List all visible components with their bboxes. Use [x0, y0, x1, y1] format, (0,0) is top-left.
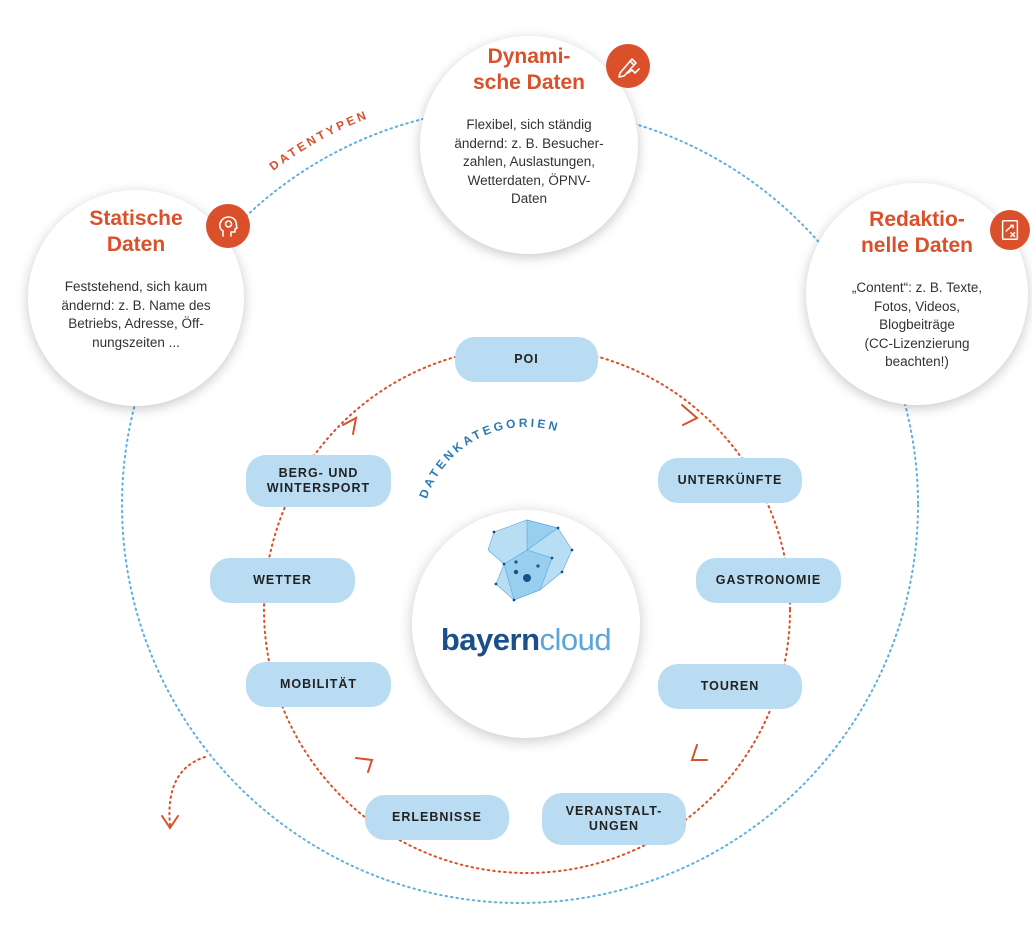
arrow-bottom-left — [355, 757, 374, 773]
category-veranstaltungen: VERANSTALT- UNGEN — [542, 793, 686, 845]
category-erlebnisse-label: ERLEBNISSE — [392, 810, 482, 824]
category-wetter: WETTER — [210, 558, 355, 603]
category-unterkuenfte: UNTERKÜNFTE — [658, 458, 802, 503]
type-editorial-title: Redaktio- nelle Daten — [860, 208, 974, 257]
category-poi-label: POI — [514, 352, 539, 366]
type-dynamic: Dynami- sche Daten Flexibel, sich ständi… — [420, 36, 638, 254]
type-editorial-desc: „Content“: z. B. Texte, Fotos, Videos, B… — [851, 280, 983, 369]
head-gear-icon — [206, 204, 250, 248]
inner-ring-arrows — [342, 404, 708, 773]
document-strategy-icon — [990, 210, 1030, 250]
category-erlebnisse: ERLEBNISSE — [365, 795, 509, 840]
arrow-top-right — [681, 404, 699, 426]
category-gastronomie: GASTRONOMIE — [696, 558, 841, 603]
type-dynamic-desc: Flexibel, sich ständig ändernd: z. B. Be… — [454, 117, 604, 206]
datentypen-label: DATENTYPEN — [267, 107, 371, 173]
category-gastronomie-label: GASTRONOMIE — [715, 573, 822, 587]
category-berg-wintersport: BERG- UND WINTERSPORT — [246, 455, 391, 507]
category-mobilitaet: MOBILITÄT — [246, 662, 391, 707]
pencil-chart-icon — [606, 44, 650, 88]
logo-part-cloud: cloud — [539, 622, 612, 657]
category-unterkuenfte-label: UNTERKÜNFTE — [677, 473, 783, 487]
type-static-title: Statische Daten — [89, 207, 183, 256]
type-editorial: Redaktio- nelle Daten „Content“: z. B. T… — [806, 183, 1028, 405]
category-poi: POI — [455, 337, 598, 382]
category-veranstaltungen-label: VERANSTALT- UNGEN — [565, 804, 663, 833]
category-wetter-label: WETTER — [253, 573, 312, 587]
bavaria-network-icon — [487, 519, 574, 602]
bayerncloud-wordmark: bayerncloud — [412, 622, 640, 658]
bayerncloud-logo-circle: bayerncloud — [412, 510, 640, 738]
curved-dotted-arrow — [168, 756, 206, 826]
category-touren: TOUREN — [658, 664, 802, 709]
arrow-bottom-right — [690, 744, 708, 761]
curved-arrow-head — [161, 815, 179, 830]
logo-part-bayern: bayern — [440, 622, 540, 657]
arrow-top-left — [342, 416, 358, 435]
type-static-desc: Feststehend, sich kaum ändernd: z. B. Na… — [61, 279, 211, 350]
datenkategorien-label: DATENKATEGORIEN — [416, 416, 562, 501]
category-mobilitaet-label: MOBILITÄT — [279, 677, 358, 691]
type-dynamic-title: Dynami- sche Daten — [472, 45, 586, 94]
category-berg-wintersport-label: BERG- UND WINTERSPORT — [266, 466, 371, 495]
category-touren-label: TOUREN — [700, 679, 760, 693]
